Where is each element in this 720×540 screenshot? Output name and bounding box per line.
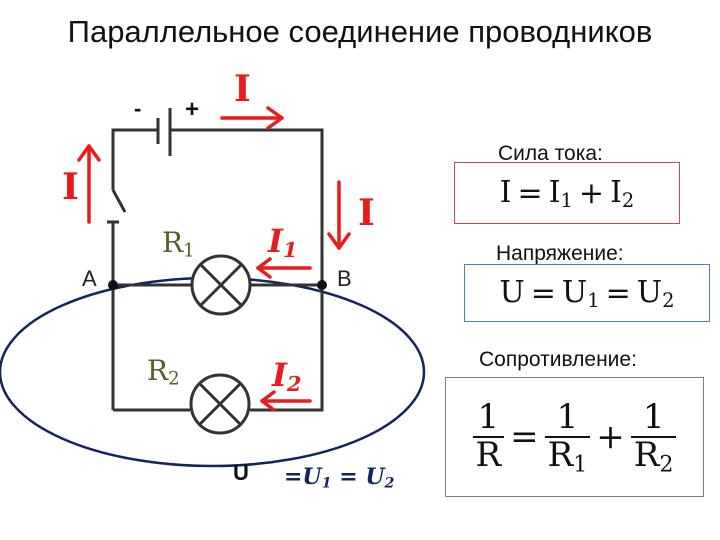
current-caption: Сила тока: xyxy=(498,142,603,165)
page-title: Параллельное соединение проводников xyxy=(67,14,653,49)
arrow-current-left xyxy=(77,144,101,224)
resistance-caption: Сопротивление: xyxy=(479,348,637,371)
lamp-1-icon xyxy=(190,254,252,316)
node-a-dot xyxy=(108,280,118,290)
r1-label: R1 xyxy=(162,226,195,262)
i1-label: I1 xyxy=(268,222,298,263)
voltage-caption: Напряжение: xyxy=(496,242,624,265)
battery-plus-label: + xyxy=(185,96,200,123)
voltage-u-label: U xyxy=(233,460,249,485)
current-right-label: I xyxy=(358,192,375,234)
node-b-dot xyxy=(317,280,327,290)
arrow-current-i2 xyxy=(260,390,312,412)
arrow-current-top xyxy=(220,106,284,130)
current-formula: I=I1+I2 xyxy=(499,174,635,212)
current-formula-box: I=I1+I2 xyxy=(454,162,680,224)
current-top-label: I xyxy=(234,68,251,110)
i2-label: I2 xyxy=(272,356,302,397)
voltage-formula-box: U=U1=U2 xyxy=(464,264,710,322)
node-a-label: A xyxy=(82,266,97,291)
current-left-label: I xyxy=(62,166,79,208)
arrow-current-right xyxy=(327,180,351,250)
r2-label: R2 xyxy=(147,354,180,390)
voltage-formula: U=U1=U2 xyxy=(499,274,675,312)
battery-icon xyxy=(156,108,172,156)
switch-icon xyxy=(107,189,127,224)
arrow-current-i1 xyxy=(256,257,312,279)
battery-minus-label: - xyxy=(134,96,142,121)
lamp-2-icon xyxy=(189,373,251,435)
circuit-wires xyxy=(111,128,324,412)
voltage-equality-label: =U1 = U2 xyxy=(284,464,395,492)
node-b-label: B xyxy=(337,266,352,291)
